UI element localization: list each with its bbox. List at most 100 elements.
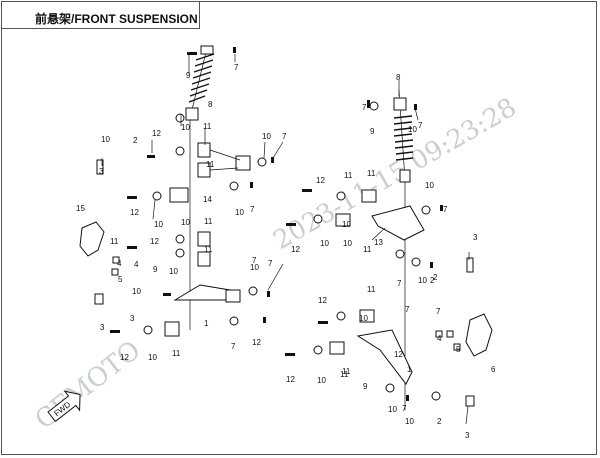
left-callout-31: 1 [204,319,209,328]
left-callout-27: 4 [117,259,122,268]
leader-lines [101,54,470,425]
left-callout-36: 7 [231,342,236,351]
left-callout-11: 3 [99,167,104,176]
left-callout-5: 11 [203,122,212,131]
right-callout-24: 7 [436,307,441,316]
left-callout-4: 10 [181,123,190,132]
right-callout-2: 7 [418,121,423,130]
right-callout-6: 11 [367,169,376,178]
right-callout-39: 10 [405,417,414,426]
right-callout-33: 6 [491,365,496,374]
right-callout-21: 2 [430,276,435,285]
right-callout-28: 11 [340,370,349,379]
left-callout-29: 3 [100,323,105,332]
right-callout-17: 10 [320,239,329,248]
right-callout-38: 7 [402,404,407,413]
right-callout-25: 10 [359,314,368,323]
left-callout-33: 12 [120,353,129,362]
right-callout-13: 10 [343,239,352,248]
right-callout-15: 7 [397,279,402,288]
page-title: 前悬架/FRONT SUSPENSION [35,12,198,26]
left-callout-10: 10 [101,135,110,144]
right-callout-3: 9 [370,127,375,136]
left-callout-39: 11 [110,237,119,246]
right-callout-29: 7 [405,305,410,314]
left-callout-23: 11 [204,245,213,254]
left-callout-13: 7 [250,205,255,214]
right-callout-4: 10 [408,125,417,134]
left-callout-26: 7 [268,259,273,268]
left-callout-37: 12 [252,338,261,347]
left-callout-30: 4 [134,260,139,269]
right-callout-37: 9 [363,382,368,391]
left-lower-a-arm [164,284,241,337]
right-callout-11: 10 [342,220,351,229]
right-steering-knuckle [465,257,493,407]
right-lower-a-arm [329,309,413,385]
left-callout-1: 9 [186,71,191,80]
right-callout-34: 12 [394,350,403,359]
right-callout-30: 4 [437,334,442,343]
left-callout-19: 10 [181,218,190,227]
left-hardware [110,47,274,335]
left-callout-32: 3 [130,314,135,323]
right-callout-1: 8 [396,73,401,82]
right-callout-19: 13 [374,238,383,247]
left-callout-15: 14 [203,195,212,204]
right-callout-40: 2 [437,417,442,426]
right-callout-10: 11 [344,171,353,180]
left-callout-25: 10 [250,263,259,272]
right-callout-36: 11 [342,367,351,376]
right-callout-20: 3 [473,233,478,242]
watermark-brand: CFMOTO [30,335,147,435]
left-callout-35: 10 [148,353,157,362]
right-hardware [285,100,461,401]
right-callout-16: 12 [291,245,300,254]
left-callout-6: 12 [152,129,161,138]
right-callout-12: 2 [433,273,438,282]
left-assembly [79,45,274,337]
right-callout-23: 11 [367,285,376,294]
left-callout-21: 15 [76,204,85,213]
left-callout-9: 7 [282,132,287,141]
right-callout-41: 3 [465,431,470,440]
left-callout-38: 10 [169,267,178,276]
right-callout-35: 10 [388,405,397,414]
left-callout-22: 12 [150,237,159,246]
left-callout-18: 11 [204,217,213,226]
right-callout-26: 12 [286,375,295,384]
left-callout-12: 10 [235,208,244,217]
left-shock-absorber [185,45,215,121]
right-callout-27: 10 [317,376,326,385]
left-steering-knuckle [79,159,105,305]
left-callout-7: 2 [133,136,138,145]
left-callout-3: 8 [208,100,213,109]
title-box: 前悬架/FRONT SUSPENSION [1,1,200,29]
right-callout-9: 7 [443,205,448,214]
left-callout-34: 11 [172,349,181,358]
left-callout-16: 12 [130,208,139,217]
right-callout-31: 5 [456,345,461,354]
left-callout-14: 11 [206,160,215,169]
right-callout-18: 11 [363,245,372,254]
left-callout-2: 7 [234,63,239,72]
right-callout-8: 10 [425,181,434,190]
left-upper-arm-bushings [169,142,251,267]
right-callout-32: 1 [407,365,412,374]
right-upper-a-arm [335,189,425,241]
left-callout-40: 10 [132,287,141,296]
right-callout-22: 12 [318,296,327,305]
right-callout-14: 10 [418,276,427,285]
left-callout-8: 10 [262,132,271,141]
right-assembly [285,89,493,410]
right-shock-absorber [393,89,414,183]
right-callout-5: 7 [362,103,367,112]
left-callout-24: 9 [153,265,158,274]
right-callout-7: 12 [316,176,325,185]
left-callout-20: 7 [252,256,257,265]
left-callout-28: 5 [118,275,123,284]
